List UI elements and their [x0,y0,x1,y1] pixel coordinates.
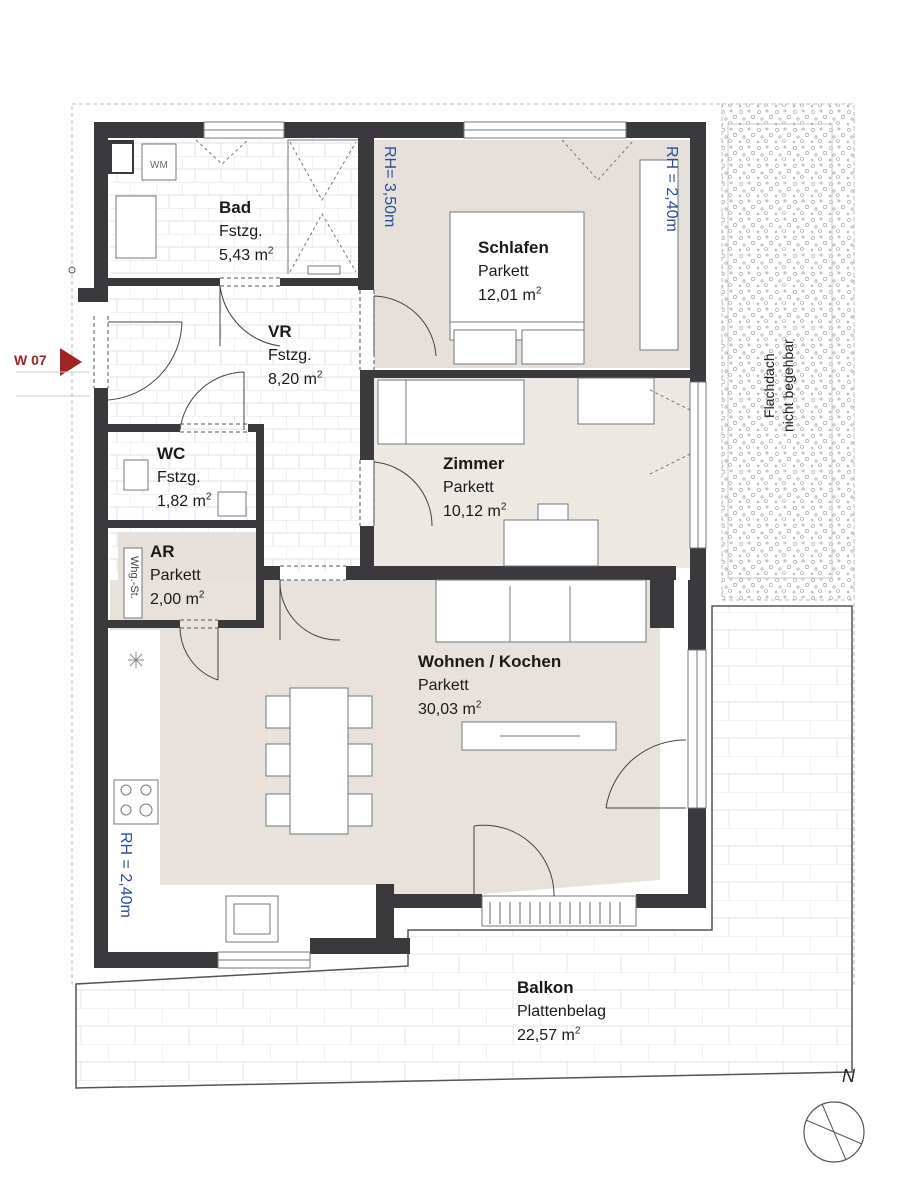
bad-area-unit: 2 [267,245,274,257]
entrance-marker [60,348,82,376]
vr-area: 8,20 m [268,371,317,388]
vr-label: VR Fstzg. 8,20 m2 [268,320,322,392]
flat-roof-label: Flachdach nicht begehbar [760,339,798,432]
bathroom-fixtures [115,139,358,275]
balkon-area-unit: 2 [574,1025,581,1037]
wohnen-floor [110,580,660,900]
schlafen-area: 12,01 m [478,287,536,304]
schlafen-name: Schlafen [478,238,549,257]
vr-area-unit: 2 [316,369,323,381]
storage-label: Whg.-St. [128,556,140,599]
schlafen-area-unit: 2 [535,285,542,297]
schlafen-label: Schlafen Parkett 12,01 m2 [478,236,549,308]
zimmer-label: Zimmer Parkett 10,12 m2 [443,452,506,524]
ar-floor-type: Parkett [150,567,201,584]
ceiling-height-wohnen: RH = 2,40m [117,832,134,918]
ar-area: 2,00 m [150,591,199,608]
vr-name: VR [268,322,292,341]
ar-label: AR Parkett 2,00 m2 [150,540,204,612]
walls [78,122,706,968]
flat-roof-line1: Flachdach [761,353,777,418]
balkon-floor-type: Plattenbelag [517,1003,606,1020]
bad-floor-type: Fstzg. [219,223,263,240]
zimmer-area-unit: 2 [500,501,507,513]
wc-floor-type: Fstzg. [157,469,201,486]
zimmer-name: Zimmer [443,454,505,473]
ceiling-height-schlafen: RH = 2,40m [663,146,680,232]
north-compass [803,1101,865,1163]
ceiling-height-bad-schlafen: RH= 3,50m [381,146,398,228]
wohnen-name: Wohnen / Kochen [418,652,562,671]
zimmer-floor-type: Parkett [443,479,494,496]
balkon-area: 22,57 m [517,1027,575,1044]
bad-area: 5,43 m [219,247,268,264]
wohnen-area: 30,03 m [418,701,476,718]
wohnen-label: Wohnen / Kochen Parkett 30,03 m2 [418,650,561,722]
balkon-name: Balkon [517,978,574,997]
balkon-label: Balkon Plattenbelag 22,57 m2 [517,976,606,1048]
ar-name: AR [150,542,175,561]
wc-label: WC Fstzg. 1,82 m2 [157,442,211,514]
north-label: N [842,1066,855,1086]
washing-machine-label: WM [150,160,168,171]
bad-name: Bad [219,198,252,217]
unit-tag: W 07 [14,352,47,368]
wc-area: 1,82 m [157,493,206,510]
zimmer-area: 10,12 m [443,503,501,520]
bad-label: Bad Fstzg. 5,43 m2 [219,196,273,268]
wc-name: WC [157,444,186,463]
zimmer-furniture [377,377,691,567]
schlafen-floor-type: Parkett [478,263,529,280]
bedroom-furniture [449,139,679,365]
wohnen-area-unit: 2 [475,699,482,711]
wc-area-unit: 2 [205,491,212,503]
flat-roof-line2: nicht begehbar [780,339,796,432]
balcony-area [75,605,853,1089]
vr-floor-type: Fstzg. [268,347,312,364]
living-furniture [113,579,647,943]
wc-fixtures [123,459,247,619]
ar-area-unit: 2 [198,589,205,601]
wohnen-floor-type: Parkett [418,677,469,694]
